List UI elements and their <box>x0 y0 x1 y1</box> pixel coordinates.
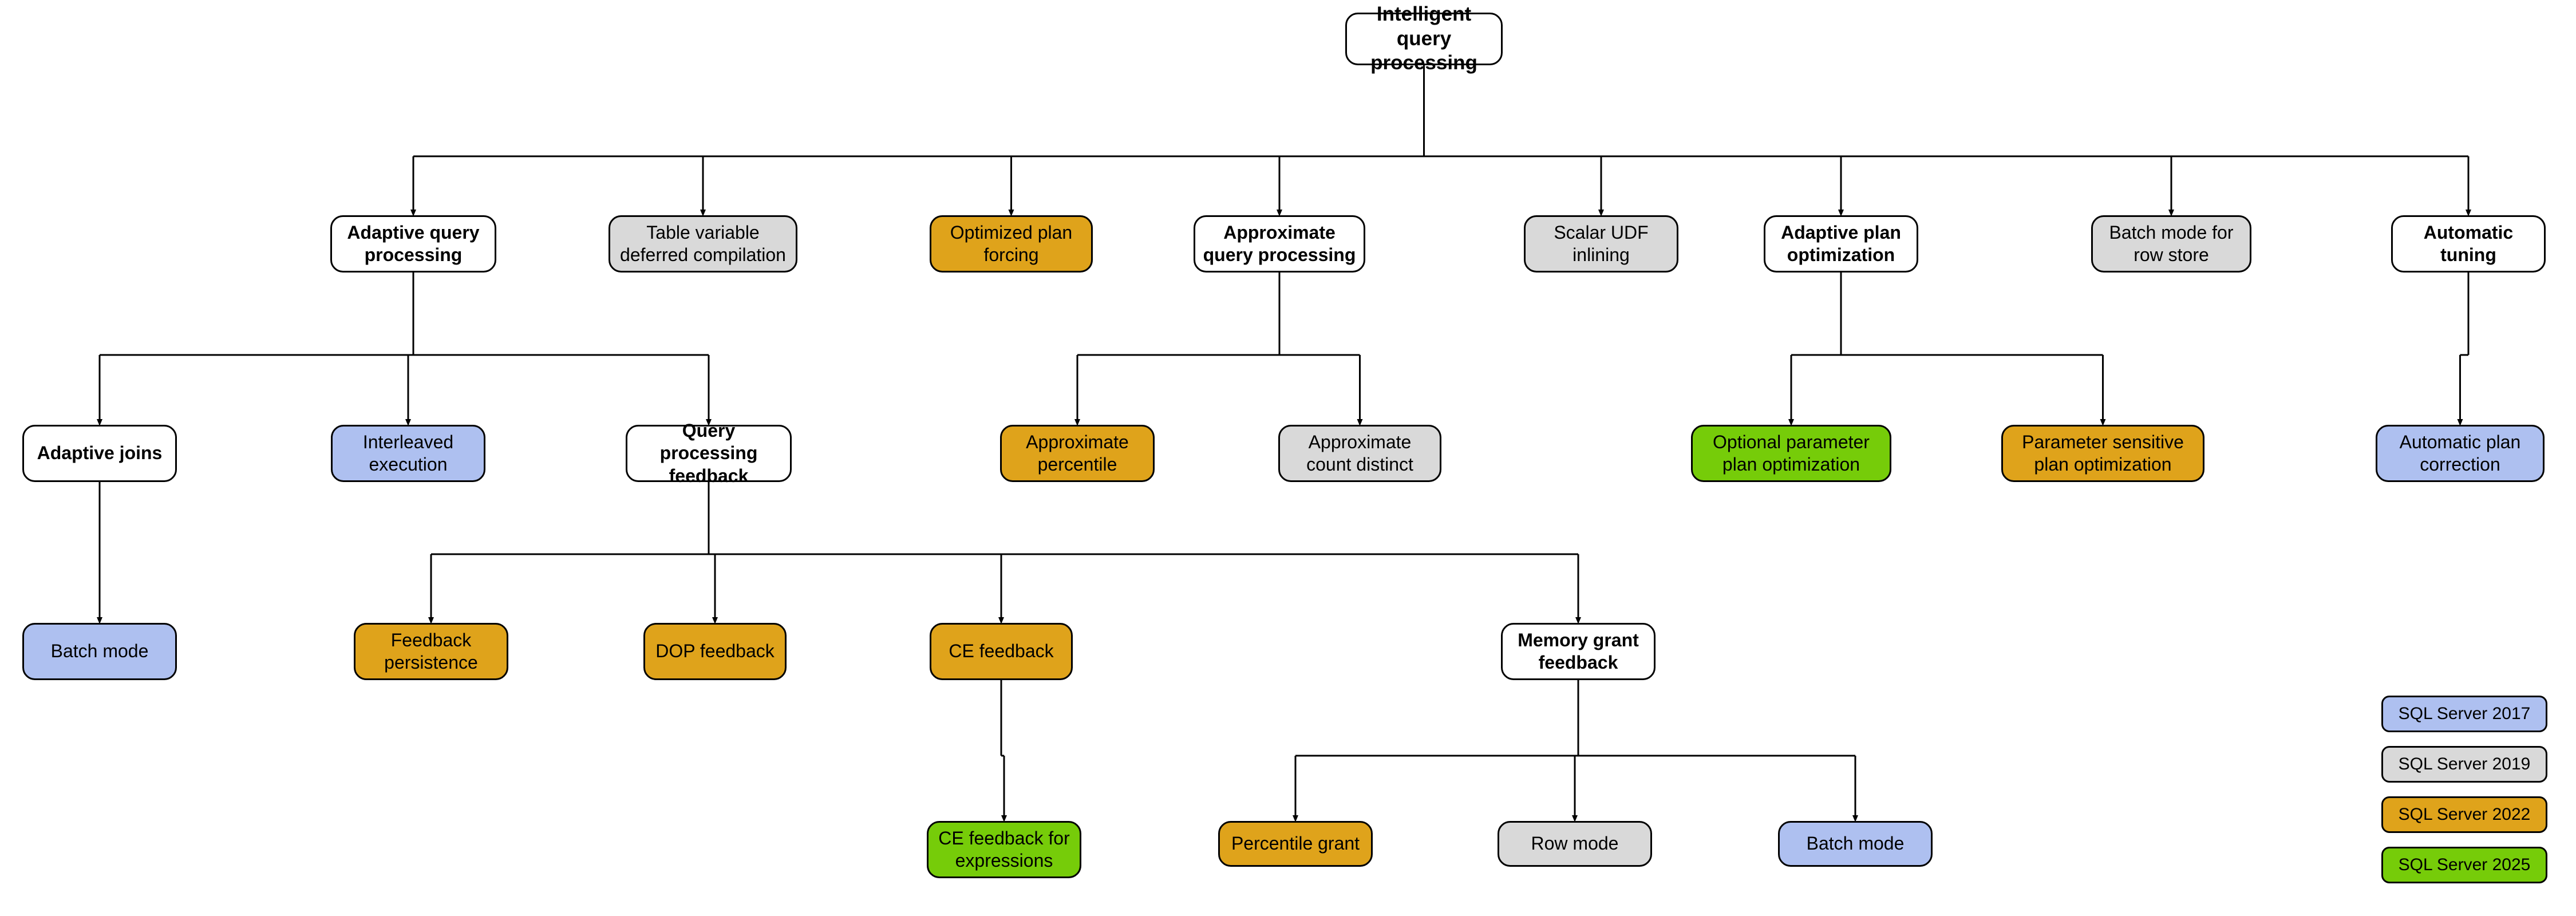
node-approx[interactable]: Approximate query processing <box>1194 215 1365 273</box>
legend-item-sql-server-2022: SQL Server 2022 <box>2381 796 2547 833</box>
node-udf[interactable]: Scalar UDF inlining <box>1524 215 1678 273</box>
node-batchmode2[interactable]: Batch mode <box>1778 821 1933 867</box>
node-apo[interactable]: Adaptive plan optimization <box>1764 215 1918 273</box>
node-cefb[interactable]: CE feedback <box>930 623 1073 680</box>
node-dopfb[interactable]: DOP feedback <box>643 623 787 680</box>
node-bmrs[interactable]: Batch mode for row store <box>2091 215 2251 273</box>
node-fbpersist[interactable]: Feedback persistence <box>354 623 508 680</box>
node-rowmode[interactable]: Row mode <box>1498 821 1652 867</box>
node-opf[interactable]: Optimized plan forcing <box>930 215 1093 273</box>
node-interleaved[interactable]: Interleaved execution <box>331 425 485 482</box>
node-qpf[interactable]: Query processing feedback <box>626 420 792 486</box>
node-adajoin[interactable]: Adaptive joins <box>22 425 177 482</box>
node-tvdc[interactable]: Table variable deferred compilation <box>609 215 797 273</box>
node-batchmode1[interactable]: Batch mode <box>22 623 177 680</box>
legend-item-sql-server-2025: SQL Server 2025 <box>2381 847 2547 883</box>
node-oppo[interactable]: Optional parameter plan optimization <box>1691 425 1891 482</box>
node-root[interactable]: Intelligent query processing <box>1345 3 1503 74</box>
node-mgf[interactable]: Memory grant feedback <box>1501 623 1656 680</box>
legend-item-sql-server-2019: SQL Server 2019 <box>2381 746 2547 783</box>
node-pgrant[interactable]: Percentile grant <box>1218 821 1373 867</box>
node-cefbexpr[interactable]: CE feedback for expressions <box>927 821 1081 878</box>
node-autotune[interactable]: Automatic tuning <box>2391 215 2546 273</box>
node-appperc[interactable]: Approximate percentile <box>1000 425 1155 482</box>
node-aqp[interactable]: Adaptive query processing <box>330 215 496 273</box>
node-pspo[interactable]: Parameter sensitive plan optimization <box>2001 425 2204 482</box>
node-apc[interactable]: Automatic plan correction <box>2376 425 2545 482</box>
node-appcount[interactable]: Approximate count distinct <box>1278 425 1441 482</box>
legend-item-sql-server-2017: SQL Server 2017 <box>2381 696 2547 732</box>
